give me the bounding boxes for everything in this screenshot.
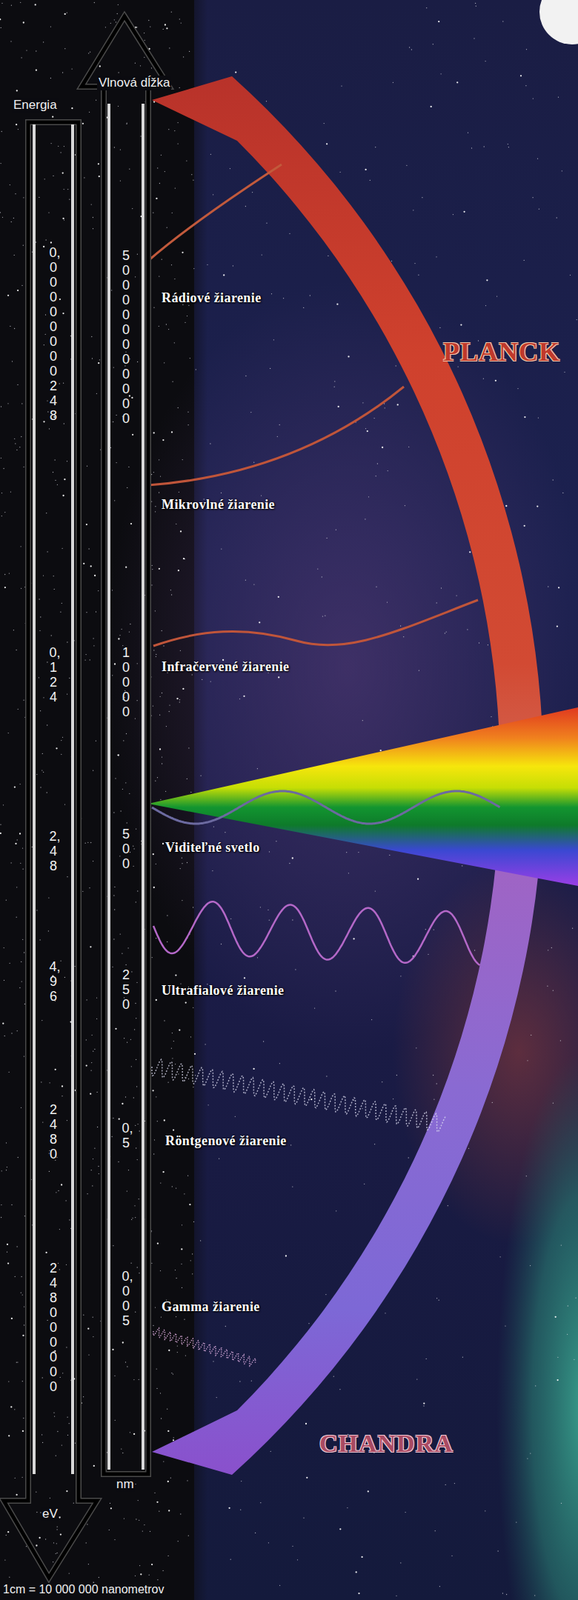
axis-label: Vlnová dĺžka [97, 75, 172, 91]
microwave-wave [148, 386, 404, 486]
energy-arrow-edge [3, 122, 98, 1579]
infrared-wave [153, 600, 478, 647]
energy-bar [71, 124, 75, 1475]
unit-label: nm [115, 1477, 135, 1493]
scale-note: 1cm = 10 000 000 nanometrov [2, 1582, 164, 1597]
scale-value: 0,5 [122, 1121, 131, 1151]
mission-label: CHANDRA [319, 1430, 454, 1459]
wavelength-bar [141, 103, 145, 1471]
axis-label: Energia [11, 97, 59, 113]
scale-value: 500 [122, 826, 131, 872]
visible-wave [151, 791, 501, 825]
mission-label: PLANCK [443, 337, 561, 367]
band-label: Ultrafialové žiarenie [161, 982, 285, 999]
radio-wave [148, 164, 282, 261]
scale-value: 10000 [122, 645, 131, 720]
band-label: Rádiové žiarenie [161, 289, 262, 307]
energy-arrow [3, 122, 98, 1579]
unit-label: eV [41, 1507, 59, 1523]
band-label: Viditeľné svetlo [165, 839, 261, 856]
nebula-teal [496, 1052, 578, 1600]
scale-value: 4,96 [49, 959, 58, 1005]
scale-value: 2,48 [49, 829, 58, 874]
visible-light-cone [148, 707, 578, 887]
scale-value: 248000000 [49, 1261, 58, 1395]
band-label: Mikrovlné žiarenie [161, 496, 275, 513]
scale-value: 0,005 [122, 1269, 131, 1329]
wavelength-arrow-edge [81, 16, 169, 1475]
ultraviolet-wave [153, 901, 481, 966]
band-label: Gamma žiarenie [161, 1299, 261, 1316]
planck-satellite [539, 0, 578, 45]
scale-value: 0,00000000248 [49, 245, 58, 424]
band-label: Röntgenové žiarenie [165, 1133, 287, 1150]
scale-value: 250 [122, 967, 131, 1013]
wavelength-arrow [81, 16, 169, 1475]
scale-value: 2480 [49, 1102, 58, 1162]
energy-bar [32, 124, 36, 1475]
scale-value: 0,124 [49, 645, 58, 705]
gamma-wave [153, 1328, 256, 1367]
wavelength-bar [107, 103, 111, 1471]
band-label: Infračervené žiarenie [161, 658, 290, 676]
scale-value: 500000000000 [122, 248, 131, 427]
xray-wave [151, 1059, 447, 1133]
